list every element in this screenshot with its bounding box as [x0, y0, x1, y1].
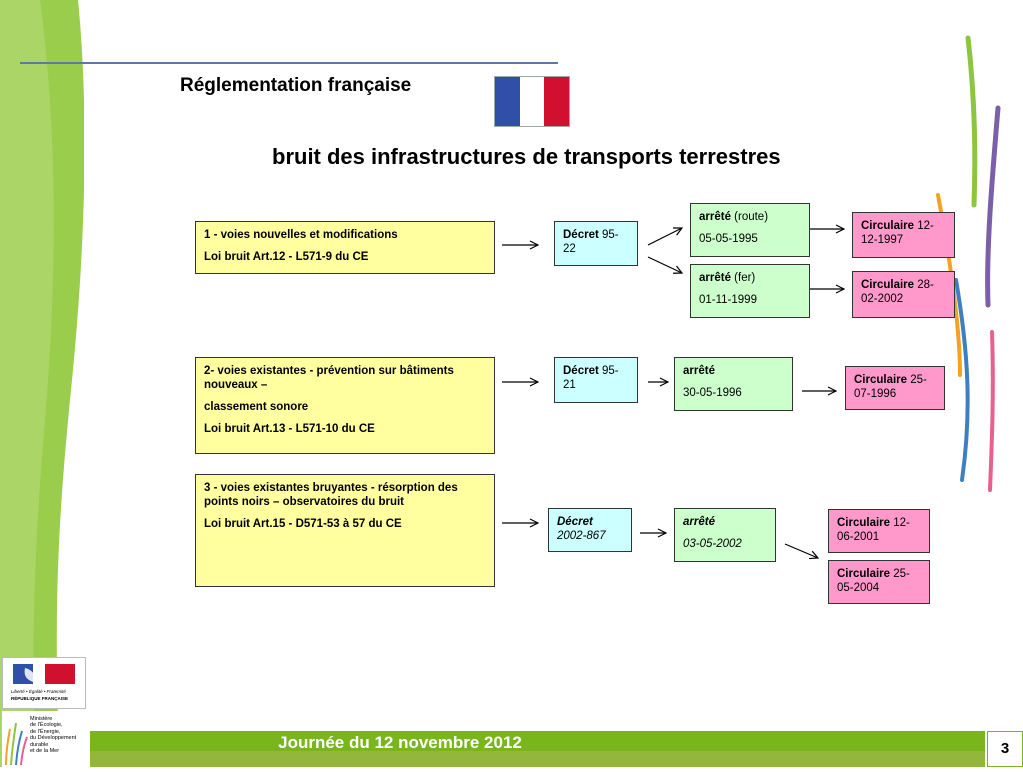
row1-circ1-date: 12-12-1997 [861, 220, 934, 246]
ministere-line: Ministère [30, 716, 53, 722]
row1-circulaire2-box: Circulaire 28-02-2002 [852, 271, 955, 318]
row2-arrete-box: arrêté 30-05-1996 [674, 357, 793, 411]
logo-republique: RÉPUBLIQUE FRANÇAISE [11, 696, 69, 701]
row3-circ1-date: 12-06-2001 [837, 517, 910, 543]
row3-main-box: 3 - voies existantes bruyantes - résorpt… [195, 474, 495, 587]
footer-text: Journée du 12 novembre 2012 [278, 733, 522, 752]
ministere-emblem-icon [5, 722, 28, 766]
row1-arrete2-box: arrêté (fer) 01-11-1999 [690, 264, 810, 318]
row2-arrete-date: 30-05-1996 [683, 387, 742, 399]
row1-main-box: 1 - voies nouvelles et modifications Loi… [195, 221, 495, 274]
page-title: Réglementation française [180, 75, 412, 96]
row3-arrete-date: 03-05-2002 [683, 538, 742, 550]
row3-arrete-label: arrêté [683, 516, 715, 528]
row2-circ-label: Circulaire [854, 374, 908, 386]
row3-circ2-label: Circulaire [837, 568, 891, 580]
row3-circulaire2-box: Circulaire 25-05-2004 [828, 560, 930, 604]
footer-bar [90, 731, 985, 751]
row2-main-line2: classement sonore [204, 401, 309, 413]
row1-circ2-label: Circulaire [861, 279, 915, 291]
ministere-logo [2, 711, 88, 767]
decorative-stripes [936, 35, 1001, 492]
arrow-icon [647, 256, 682, 273]
ministere-line: et de la Mer [30, 748, 60, 755]
row1-arrete2-date: 01-11-1999 [699, 294, 757, 306]
row1-main-line2: Loi bruit Art.12 - L571-9 du CE [204, 251, 369, 263]
header-rule [20, 62, 558, 64]
left-decorative-band [0, 0, 84, 767]
logo-devise: Liberté • Égalité • Fraternité [11, 689, 66, 694]
row3-circulaire1-box: Circulaire 12-06-2001 [828, 509, 930, 553]
ministere-line: de l'Écologie, [30, 722, 63, 729]
row2-circulaire-box: Circulaire 25-07-1996 [845, 366, 945, 410]
row2-decret-box: Décret 95-21 [554, 357, 638, 403]
row1-arrete1-type: (route) [730, 211, 769, 223]
ministere-line: du Développement [30, 735, 77, 742]
row1-decret-label: Décret [563, 229, 599, 241]
green-curve-shape [0, 0, 84, 767]
row3-decret-box: Décret 2002-867 [548, 508, 632, 552]
row3-circ2-date: 25-05-2004 [837, 568, 910, 594]
row1-arrete1-date: 05-05-1995 [699, 233, 758, 245]
row2-circ-date: 25-07-1996 [854, 374, 927, 400]
row1-decret-box: Décret 95-22 [554, 221, 638, 266]
row2-main-line1: 2- voies existantes - prévention sur bât… [204, 365, 454, 391]
row2-decret-label: Décret [563, 365, 599, 377]
row3-arrete-box: arrêté 03-05-2002 [674, 508, 776, 562]
row1-circ1-label: Circulaire [861, 220, 915, 232]
page-number: 3 [987, 731, 1023, 767]
marianne-icon [13, 664, 75, 684]
footer-band [90, 751, 985, 767]
row3-decret-num: 2002-867 [557, 530, 606, 542]
row3-main-line2: Loi bruit Art.15 - D571-53 à 57 du CE [204, 518, 402, 530]
row2-arrete-label: arrêté [683, 365, 715, 377]
row1-circ2-date: 28-02-2002 [861, 279, 934, 305]
french-flag-icon [494, 76, 570, 127]
row1-arrete2-label: arrêté [699, 272, 731, 284]
page-subtitle: bruit des infrastructures de transports … [272, 144, 781, 169]
row1-main-line1: 1 - voies nouvelles et modifications [204, 229, 398, 241]
row1-decret-num: 95-22 [563, 229, 619, 255]
row1-arrete2-type: (fer) [730, 272, 756, 284]
ministere-line: durable [30, 741, 49, 748]
row2-main-line3: Loi bruit Art.13 - L571-10 du CE [204, 423, 375, 435]
row2-main-box: 2- voies existantes - prévention sur bât… [195, 357, 495, 454]
row3-decret-label: Décret [557, 516, 593, 528]
row1-arrete1-box: arrêté (route) 05-05-1995 [690, 203, 810, 257]
arrow-icon [647, 228, 682, 246]
row3-circ1-label: Circulaire [837, 517, 891, 529]
row3-main-line1: 3 - voies existantes bruyantes - résorpt… [204, 482, 458, 508]
row2-decret-num: 95-21 [563, 365, 619, 391]
arrow-icon [784, 543, 818, 558]
ministere-line: de l'Énergie, [30, 728, 61, 735]
row1-circulaire1-box: Circulaire 12-12-1997 [852, 212, 955, 258]
ministere-text: Ministère de l'Écologie, de l'Énergie, d… [30, 716, 88, 754]
row1-arrete1-label: arrêté [699, 211, 731, 223]
marianne-logo: Liberté • Égalité • Fraternité RÉPUBLIQU… [2, 657, 86, 709]
